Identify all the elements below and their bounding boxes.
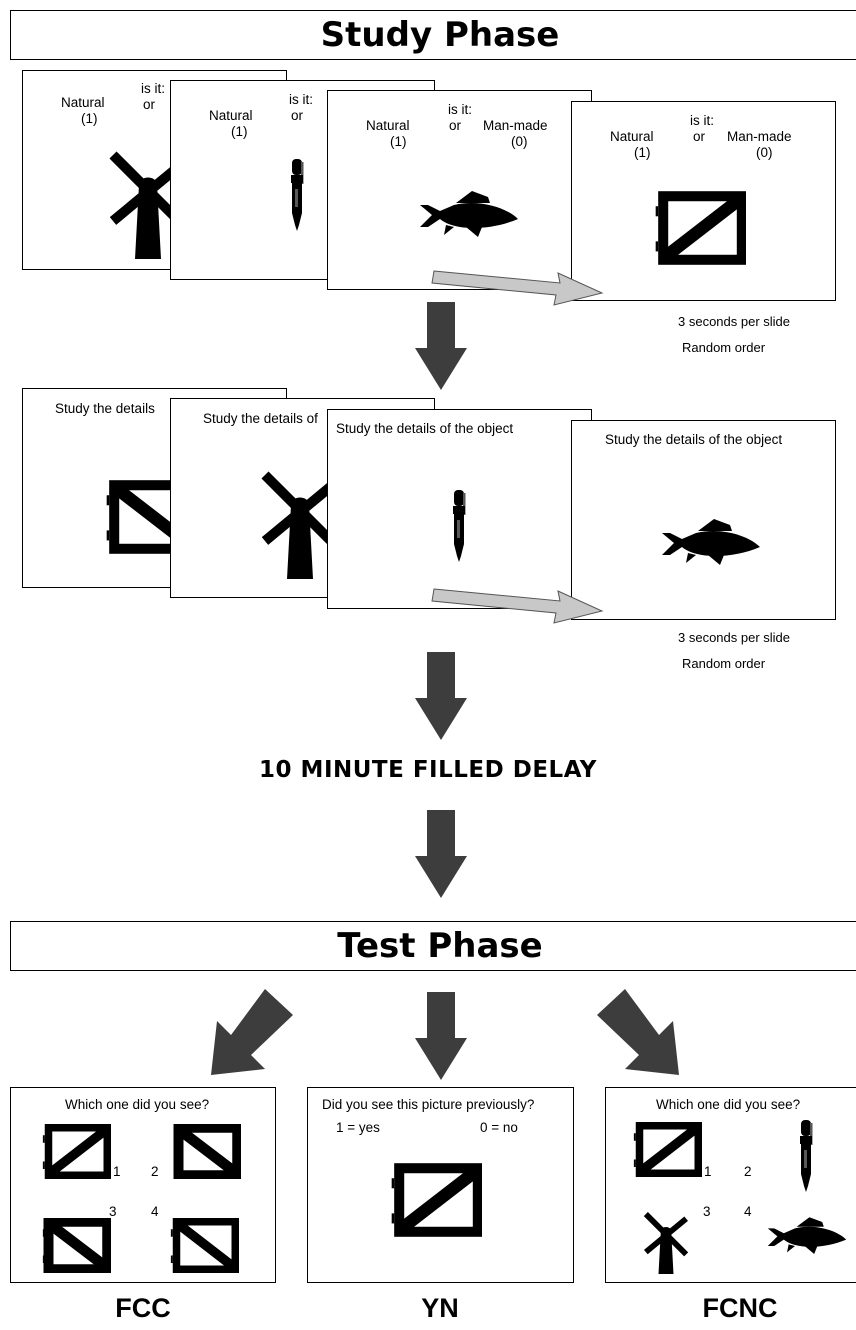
natural-label: Natural <box>209 108 253 123</box>
study-phase-title: Study Phase <box>320 15 560 55</box>
option-number: 1 <box>704 1164 712 1179</box>
fcc-label: FCC <box>115 1293 171 1323</box>
natural-code: (1) <box>634 145 651 160</box>
gate-icon <box>42 1218 111 1273</box>
or-label: or <box>143 97 156 112</box>
manmade-code: (0) <box>756 145 773 160</box>
fcc-question: Which one did you see? <box>65 1097 210 1112</box>
question-label: is it: <box>448 102 473 117</box>
option-number: 4 <box>744 1204 752 1219</box>
natural-code: (1) <box>231 124 248 139</box>
question-label: is it: <box>690 113 715 128</box>
pen-icon <box>800 1120 813 1192</box>
or-label: or <box>449 118 462 133</box>
gate-icon <box>390 1162 482 1238</box>
instruction-cropped: Study the details of <box>203 411 318 426</box>
delay-label: 10 MINUTE FILLED DELAY <box>259 757 597 783</box>
natural-label: Natural <box>61 95 105 110</box>
fcnc-question: Which one did you see? <box>656 1097 801 1112</box>
pen-icon <box>291 159 304 231</box>
natural-label: Natural <box>610 129 654 144</box>
manmade-label: Man-made <box>483 118 548 133</box>
option-number: 3 <box>703 1204 711 1219</box>
option-number: 4 <box>151 1204 159 1219</box>
fish-icon <box>420 191 518 237</box>
manmade-code: (0) <box>511 134 528 149</box>
question-label: is it: <box>289 92 314 107</box>
fcc-test-box: Which one did you see? 1 2 3 4 <box>10 1087 276 1283</box>
natural-code: (1) <box>390 134 407 149</box>
yn-test-box: Did you see this picture previously? 1 =… <box>307 1087 574 1283</box>
instruction-cropped: Study the details <box>55 401 155 416</box>
fish-icon <box>767 1217 847 1254</box>
slide-sequence-arrow <box>431 588 604 624</box>
instruction-label: Study the details of the object <box>605 432 783 447</box>
down-arrow <box>415 302 467 390</box>
order-note: Random order <box>682 656 766 671</box>
down-left-arrow <box>211 989 293 1075</box>
option-number: 2 <box>744 1164 752 1179</box>
or-label: or <box>291 108 304 123</box>
fcnc-label: FCNC <box>702 1293 778 1323</box>
natural-label: Natural <box>366 118 410 133</box>
slide-sequence-arrow <box>431 270 604 306</box>
study-slide-fish: Natural (1) is it: or Man-made (0) <box>327 90 592 290</box>
study-slide-gate: Natural (1) is it: or Man-made (0) <box>571 101 836 301</box>
yes-option: 1 = yes <box>336 1120 380 1135</box>
detail-slide-fish: Study the details of the object <box>571 420 836 620</box>
down-right-arrow <box>597 989 679 1075</box>
windmill-icon <box>634 1206 698 1278</box>
option-number: 3 <box>109 1204 117 1219</box>
down-arrow <box>415 652 467 740</box>
pen-icon <box>453 490 466 562</box>
test-phase-title: Test Phase <box>337 926 543 966</box>
study-phase-banner: Study Phase <box>10 10 856 60</box>
no-option: 0 = no <box>480 1120 518 1135</box>
fish-icon <box>662 519 760 565</box>
gate-icon <box>632 1122 702 1177</box>
option-number: 2 <box>151 1164 159 1179</box>
question-label: is it: <box>141 81 166 96</box>
order-note: Random order <box>682 340 766 355</box>
timing-note: 3 seconds per slide <box>678 630 791 645</box>
option-number: 1 <box>113 1164 121 1179</box>
manmade-label: Man-made <box>727 129 792 144</box>
or-label: or <box>693 129 706 144</box>
test-phase-banner: Test Phase <box>10 921 856 971</box>
instruction-label: Study the details of the object <box>336 421 514 436</box>
yn-label: YN <box>421 1293 459 1323</box>
gate-icon <box>654 190 746 266</box>
gate-icon <box>41 1124 111 1179</box>
down-arrow <box>415 992 467 1080</box>
yn-question: Did you see this picture previously? <box>322 1097 535 1112</box>
detail-slide-pen: Study the details of the object <box>327 409 592 609</box>
timing-note: 3 seconds per slide <box>678 314 791 329</box>
natural-code: (1) <box>81 111 98 126</box>
down-arrow <box>415 810 467 898</box>
gate-icon <box>169 1218 239 1273</box>
gate-icon <box>173 1124 241 1179</box>
fcnc-test-box: Which one did you see? 1 2 3 4 <box>605 1087 856 1283</box>
